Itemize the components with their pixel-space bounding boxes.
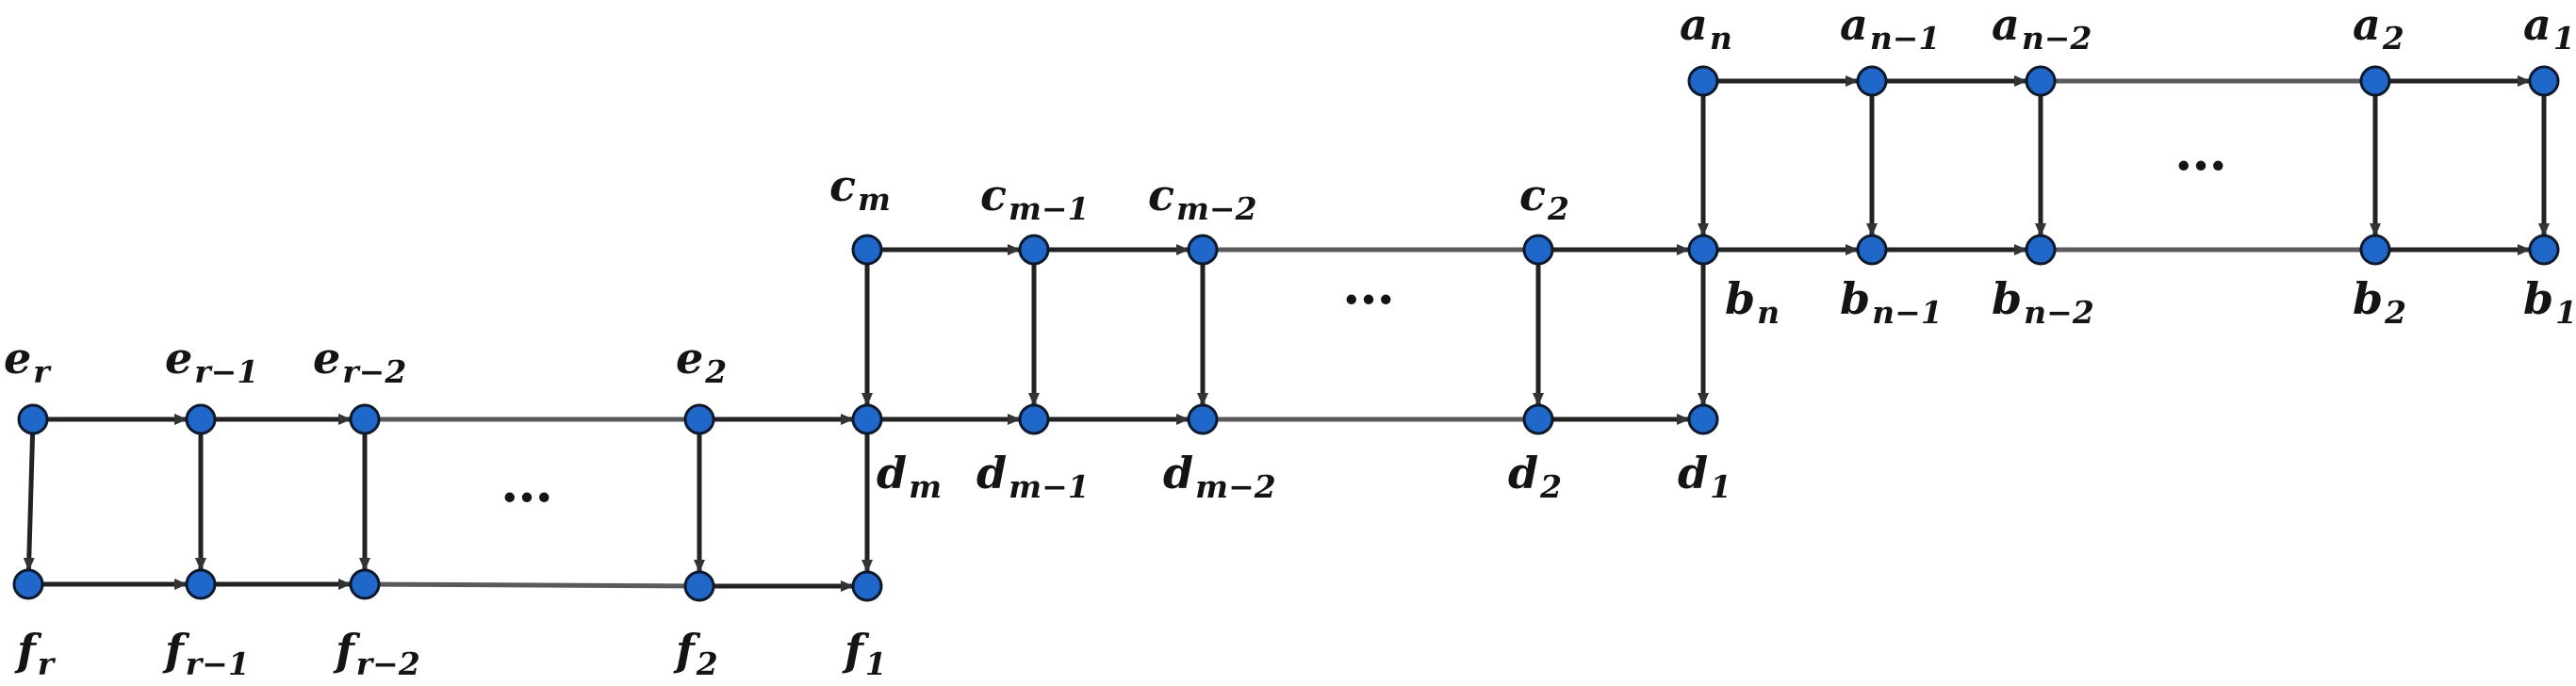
label-c_m-2: cm−2: [1148, 170, 1257, 227]
node-e_2: [683, 403, 715, 435]
label-d_1: d1: [1678, 448, 1731, 505]
edge-e_r-to-f_r: [23, 433, 36, 572]
ellipsis-top-row: …: [2174, 121, 2227, 183]
label-b_1: b1: [2523, 273, 2576, 331]
ellipsis-middle-row: …: [1342, 254, 1395, 317]
node-a_n: [1687, 65, 1719, 97]
node-b_n-2: [2025, 234, 2057, 266]
node-e_r-1: [185, 403, 217, 435]
node-a_1: [2528, 65, 2560, 97]
node-b_1: [2528, 234, 2560, 266]
label-a_n: an: [1680, 0, 1732, 57]
label-c_m: cm: [829, 160, 891, 218]
node-c_m-1: [1018, 234, 1050, 266]
node-e_r: [17, 403, 49, 435]
label-d_m-2: dm−2: [1163, 448, 1276, 505]
node-a_n-1: [1856, 65, 1888, 97]
label-d_2: d2: [1508, 448, 1562, 505]
node-e_r-2: [349, 403, 381, 435]
label-a_1: a1: [2523, 0, 2575, 57]
label-f_r-2: fr−2: [333, 625, 420, 682]
node-f_r-1: [185, 568, 217, 600]
node-b_2: [2359, 234, 2391, 266]
label-e_r-1: er−1: [165, 333, 258, 390]
node-f_r-2: [349, 568, 381, 600]
node-f_2: [683, 570, 715, 602]
node-c_m: [851, 234, 883, 266]
label-b_n-1: bn−1: [1840, 273, 1943, 331]
label-d_m: dm: [877, 448, 942, 505]
label-f_r-1: fr−1: [162, 625, 250, 682]
label-b_n-2: bn−2: [1992, 273, 2094, 331]
label-b_2: b2: [2353, 273, 2406, 331]
label-e_r-2: er−2: [313, 333, 406, 390]
node-d_1: [1687, 403, 1719, 435]
node-b_n: [1687, 234, 1719, 266]
labels-layer: an an−1 an−2 a2 a1 bn bn−1 bn−2 b2 b1 cm cm−1 cm−2 c2…: [4, 0, 2576, 682]
label-a_n-2: an−2: [1992, 0, 2092, 57]
ellipsis-bottom-row: …: [500, 452, 553, 514]
label-c_m-1: cm−1: [980, 170, 1090, 227]
node-f_r: [12, 568, 44, 600]
node-c_m-2: [1187, 234, 1219, 266]
node-a_n-2: [2025, 65, 2057, 97]
label-e_2: e2: [676, 333, 727, 390]
label-f_r: fr: [14, 625, 57, 682]
node-d_m-1: [1018, 403, 1050, 435]
label-c_2: c2: [1519, 170, 1569, 227]
node-b_n-1: [1856, 234, 1888, 266]
label-a_2: a2: [2353, 0, 2404, 57]
node-a_2: [2359, 65, 2391, 97]
edges-layer: [23, 75, 2550, 592]
edge-f_r-2-to-f_2: [378, 581, 685, 589]
label-e_r: er: [4, 333, 52, 390]
node-d_2: [1522, 403, 1554, 435]
label-f_2: f2: [673, 625, 718, 682]
nodes-layer: [12, 65, 2560, 602]
label-f_1: f1: [842, 625, 887, 682]
label-a_n-1: an−1: [1840, 0, 1940, 57]
label-d_m-1: dm−1: [976, 448, 1090, 505]
node-d_m: [851, 403, 883, 435]
label-b_n: bn: [1725, 273, 1780, 331]
node-f_1: [851, 570, 883, 602]
node-d_m-2: [1187, 403, 1219, 435]
node-c_2: [1522, 234, 1554, 266]
